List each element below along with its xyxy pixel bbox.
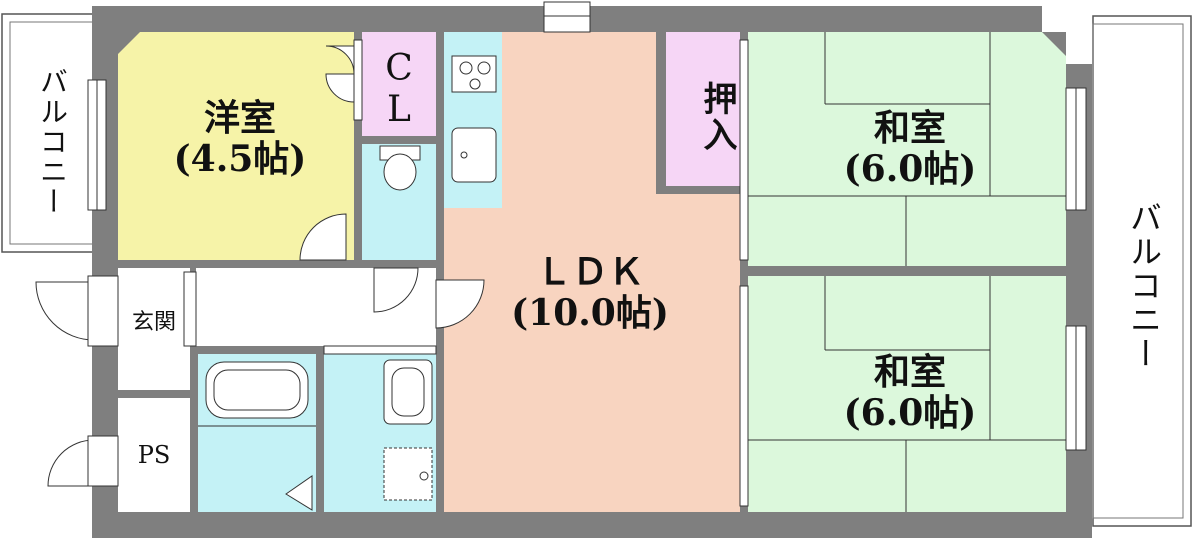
window-left xyxy=(87,79,107,211)
japanese-room-bottom-name: 和室 xyxy=(873,351,946,393)
entrance-label: 玄関 xyxy=(118,310,190,335)
sink-icon xyxy=(451,127,497,183)
oshiire-name: 押入 xyxy=(697,81,737,153)
balcony-right xyxy=(1092,15,1192,527)
balcony-right-text: バルコニー xyxy=(1125,201,1163,371)
japanese-room-bottom-label: 和室 (6.0帖) xyxy=(820,351,1000,435)
western-room-size: (4.5帖) xyxy=(173,138,307,181)
sliding-doors xyxy=(183,39,749,507)
balcony-left-label: バルコニー xyxy=(28,52,69,232)
tatami-bottom xyxy=(748,276,1066,512)
doors xyxy=(35,39,485,511)
top-window xyxy=(543,1,591,33)
entrance-floor xyxy=(118,268,190,390)
oshiire-label: 押入 xyxy=(670,62,737,172)
japanese-room-bottom-size: (6.0帖) xyxy=(843,392,977,435)
ldk-label: ＬＤＫ (10.0帖) xyxy=(480,251,700,335)
closet-line1: C xyxy=(385,48,413,89)
ps-name: PS xyxy=(137,441,171,469)
western-room-label: 洋室 (4.5帖) xyxy=(150,97,330,181)
japanese-room-top-label: 和室 (6.0帖) xyxy=(820,107,1000,191)
balcony-right-label: バルコニー xyxy=(1118,186,1163,386)
western-room-floor xyxy=(118,32,354,260)
ldk-name: ＬＤＫ xyxy=(535,251,644,293)
japanese-room-top-floor xyxy=(748,32,1066,266)
balcony-left xyxy=(1,13,95,253)
western-room-name: 洋室 xyxy=(203,97,276,139)
japanese-room-bottom-floor xyxy=(748,276,1066,512)
stove-icon xyxy=(451,55,497,93)
balcony-left-text: バルコニー xyxy=(36,67,69,217)
tatami-top xyxy=(748,32,1066,266)
ps-label: PS xyxy=(118,441,190,470)
ldk-size: (10.0帖) xyxy=(511,292,669,335)
window-right-bottom xyxy=(1065,325,1087,451)
oshiire-floor xyxy=(666,32,740,186)
washing-machine-icon xyxy=(383,447,433,501)
japanese-room-top-size: (6.0帖) xyxy=(843,148,977,191)
closet-floor xyxy=(362,32,436,136)
japanese-room-top-name: 和室 xyxy=(873,107,946,149)
bathtub-icon xyxy=(198,361,316,427)
window-right-top xyxy=(1065,87,1087,211)
closet-line2: L xyxy=(387,89,411,131)
washbasin-icon xyxy=(383,359,433,425)
closet-label: C L xyxy=(362,48,436,131)
toilet-icon xyxy=(379,145,421,191)
ps-floor xyxy=(118,398,190,512)
ldk-floor xyxy=(444,32,740,512)
entrance-name: 玄関 xyxy=(131,310,176,335)
